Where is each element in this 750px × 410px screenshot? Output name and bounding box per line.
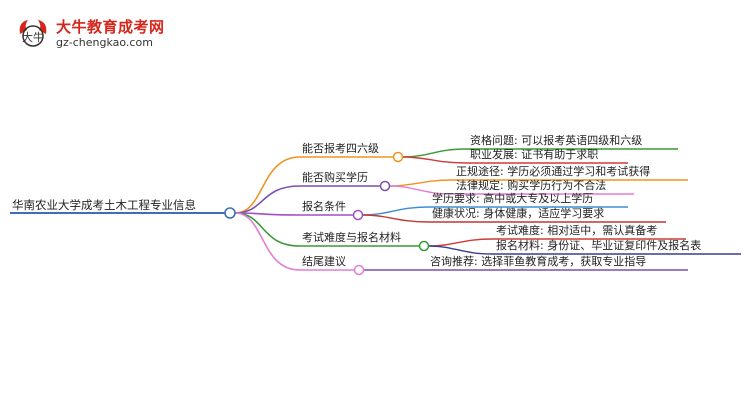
branch-connector-4 bbox=[234, 212, 301, 247]
root-node-label: 华南农业大学成考土木工程专业信息 bbox=[12, 198, 196, 212]
logo-mark-text: 大牛 bbox=[22, 30, 44, 44]
brand-url: gz-chengkao.com bbox=[56, 36, 153, 49]
root-node-dot[interactable] bbox=[224, 207, 236, 219]
leaf-label-3-2: 健康状况: 身体健康，适应学习要求 bbox=[432, 207, 605, 220]
leaf-label-5-1: 咨询推荐: 选择菲鱼教育成考，获取专业指导 bbox=[430, 255, 647, 268]
branch-connector-5 bbox=[234, 212, 301, 271]
leaf-label-4-1: 考试难度: 相对适中，需认真备考 bbox=[496, 224, 658, 237]
node-markers bbox=[224, 151, 430, 276]
leaf-connector-2-1 bbox=[389, 179, 453, 187]
brand-logo[interactable]: 大牛 大牛教育成考网 gz-chengkao.com bbox=[14, 14, 174, 54]
branch-connector-1 bbox=[234, 156, 301, 214]
leaf-connector-1-1 bbox=[402, 148, 467, 158]
branch-node-dot-3[interactable] bbox=[352, 209, 364, 221]
branch-node-dot-2[interactable] bbox=[379, 180, 391, 192]
leaf-label-2-2: 法律规定: 购买学历行为不合法 bbox=[456, 179, 607, 192]
leaf-connector-4-2 bbox=[428, 245, 493, 255]
branch-label-5: 结尾建议 bbox=[302, 255, 346, 268]
leaf-label-4-2: 报名材料: 身份证、毕业证复印件及报名表 bbox=[496, 239, 702, 252]
branch-connector-2 bbox=[234, 185, 301, 214]
leaf-label-1-1: 资格问题: 可以报考英语四级和六级 bbox=[470, 134, 643, 147]
branch-node-dot-4[interactable] bbox=[418, 240, 430, 252]
leaf-connector-4-1 bbox=[428, 238, 493, 247]
leaf-label-2-1: 正规途径: 学历必须通过学习和考试获得 bbox=[456, 165, 651, 178]
leaf-connector-2-2 bbox=[389, 185, 453, 195]
branch-node-dot-5[interactable] bbox=[353, 264, 365, 276]
connector-lines bbox=[10, 148, 741, 271]
branch-label-3: 报名条件 bbox=[302, 200, 346, 213]
leaf-label-3-1: 学历要求: 高中或大专及以上学历 bbox=[432, 192, 594, 205]
branch-node-dot-1[interactable] bbox=[392, 151, 404, 163]
leaf-connector-3-2 bbox=[362, 214, 429, 223]
ox-mascot-icon: 大牛 bbox=[19, 20, 47, 47]
leaf-connector-3-1 bbox=[362, 206, 429, 216]
branch-label-1: 能否报考四六级 bbox=[302, 142, 379, 155]
brand-title: 大牛教育成考网 bbox=[56, 18, 165, 36]
branch-label-4: 考试难度与报名材料 bbox=[302, 231, 401, 244]
branch-label-2: 能否购买学历 bbox=[302, 171, 368, 184]
leaf-connector-1-2 bbox=[402, 156, 467, 164]
leaf-label-1-2: 职业发展: 证书有助于求职 bbox=[470, 148, 599, 161]
